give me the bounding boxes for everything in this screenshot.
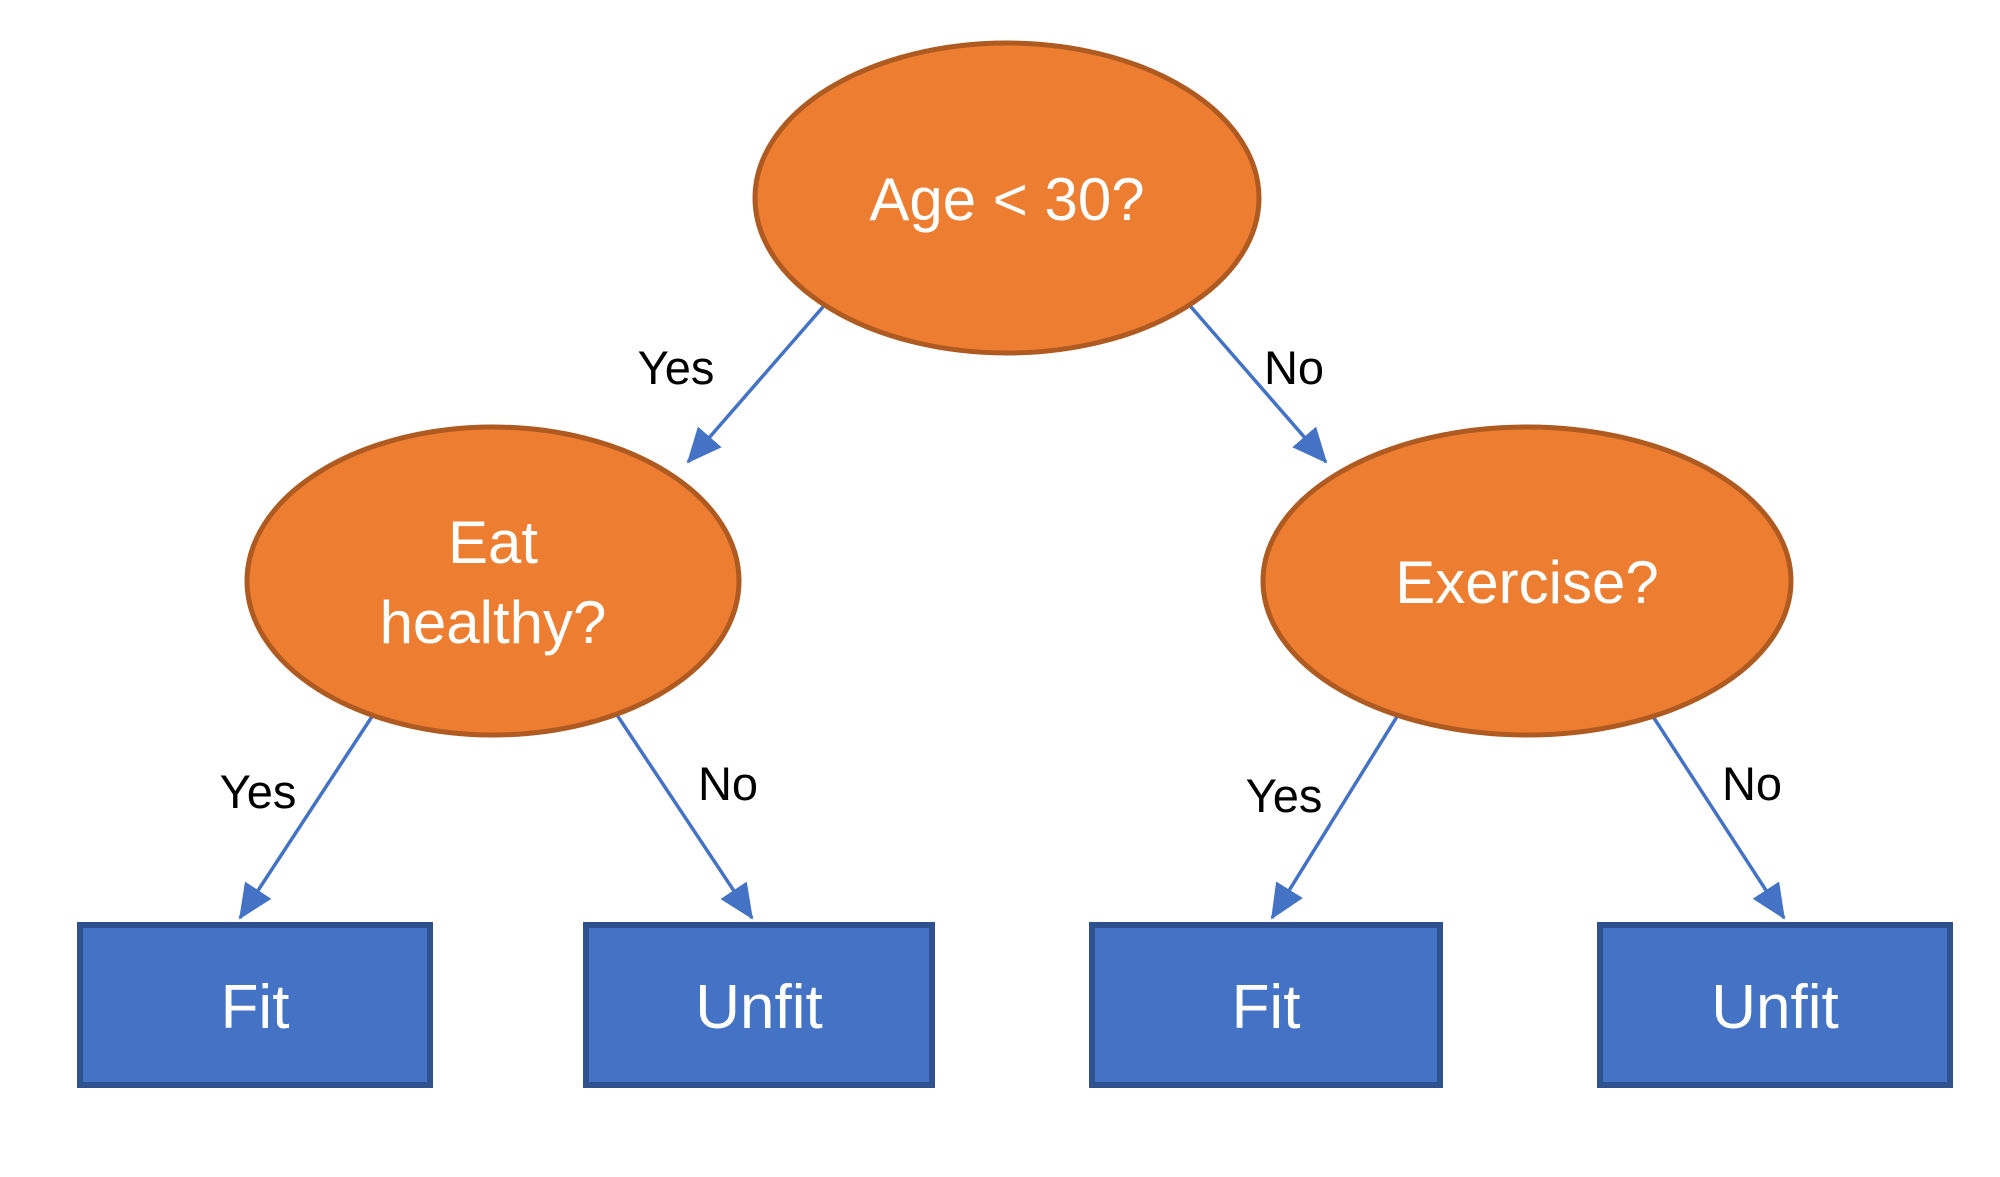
edge-eat-healthy-no bbox=[615, 714, 754, 920]
edge-label-exercise-no: No bbox=[1722, 757, 1782, 810]
node-eat-healthy-line1: Eat bbox=[448, 509, 538, 576]
edge-exercise-yes bbox=[1270, 714, 1400, 920]
leaf-eat-fit-label: Fit bbox=[221, 973, 290, 1042]
node-eat-healthy-ellipse bbox=[244, 424, 742, 738]
leaf-eat-unfit-rect bbox=[583, 922, 935, 1088]
node-exercise-ellipse bbox=[1260, 424, 1794, 738]
edge-root-no bbox=[1183, 298, 1328, 464]
node-root-label: Age < 30? bbox=[869, 166, 1144, 233]
leaf-eat-fit-rect bbox=[77, 922, 433, 1088]
edge-exercise-no bbox=[1650, 714, 1786, 920]
edge-eat-healthy-yes bbox=[238, 714, 375, 920]
edge-label-root-no: No bbox=[1264, 341, 1324, 394]
leaf-exercise-fit-label: Fit bbox=[1232, 973, 1301, 1042]
node-eat-healthy-line2: healthy? bbox=[380, 589, 607, 656]
leaf-exercise-fit-rect bbox=[1089, 922, 1443, 1088]
edge-label-root-yes: Yes bbox=[638, 341, 715, 394]
edge-label-eat-yes: Yes bbox=[220, 765, 297, 818]
node-exercise-label: Exercise? bbox=[1395, 549, 1658, 616]
edge-label-eat-no: No bbox=[698, 757, 758, 810]
leaf-exercise-unfit-rect bbox=[1597, 922, 1953, 1088]
node-eat-healthy-label: Eat healthy? bbox=[380, 509, 607, 656]
edge-label-exercise-yes: Yes bbox=[1246, 769, 1323, 822]
edge-root-yes bbox=[686, 298, 831, 464]
node-root-ellipse bbox=[752, 40, 1262, 356]
leaf-exercise-unfit-label: Unfit bbox=[1711, 973, 1838, 1042]
leaf-eat-unfit-label: Unfit bbox=[695, 973, 822, 1042]
